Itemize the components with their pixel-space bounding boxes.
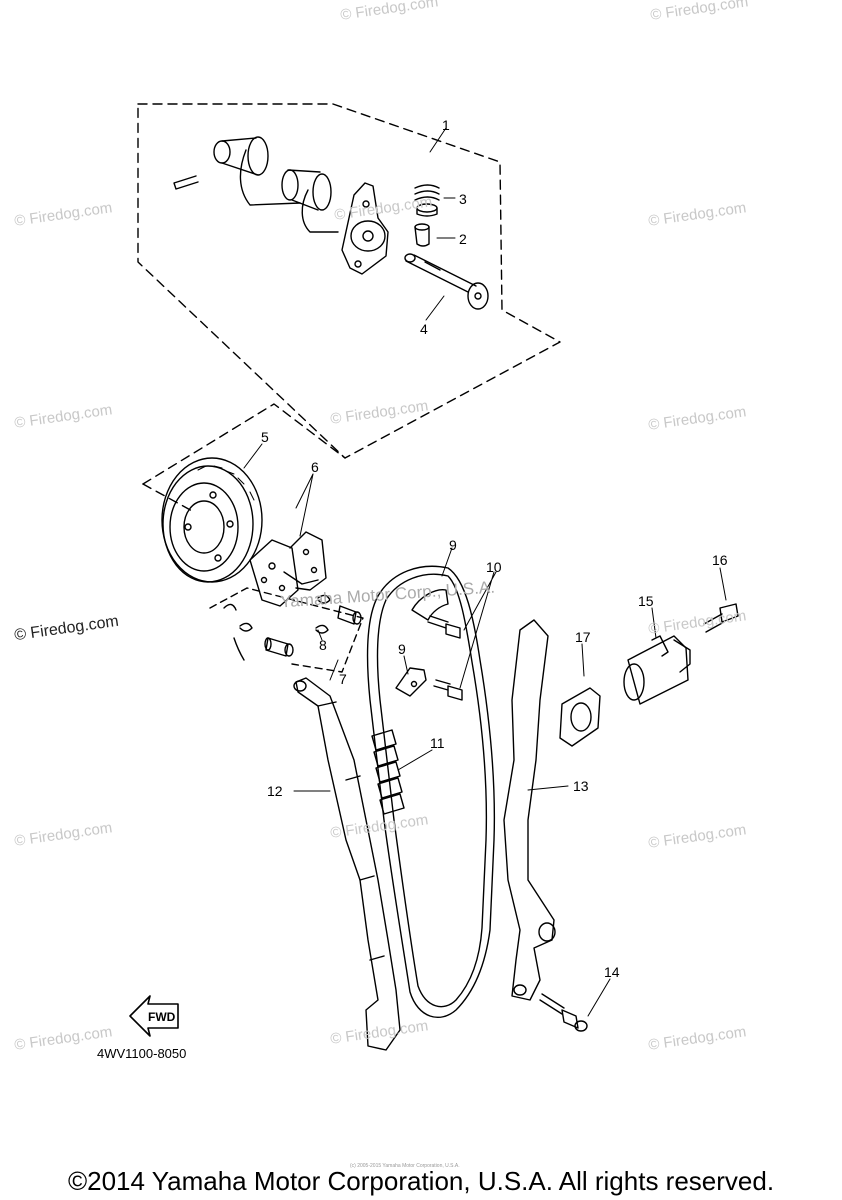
callout-11: 11 (430, 735, 445, 751)
leader-lines (243, 127, 727, 1017)
callout-9: 9 (449, 537, 457, 553)
decompressor-group-boundary (209, 587, 364, 673)
decompressor-shaft (404, 253, 489, 310)
callout-9-lower: 9 (398, 641, 406, 657)
callout-3: 3 (459, 191, 467, 207)
callout-14: 14 (604, 964, 620, 980)
sprocket-group-boundary (142, 403, 346, 485)
callout-8: 8 (319, 637, 327, 653)
guide-bolts (427, 615, 463, 701)
tiny-copyright-note: (c) 2005-2015 Yamaha Motor Corporation, … (350, 1163, 460, 1169)
chain-guide-rear (503, 619, 556, 1001)
fwd-arrow-icon (129, 995, 179, 1037)
pivot-bolt (539, 993, 588, 1032)
callout-2: 2 (459, 231, 467, 247)
camshaft (173, 136, 389, 275)
callout-7: 7 (339, 671, 347, 687)
callout-17: 17 (575, 629, 591, 645)
spring (414, 184, 440, 217)
callout-4: 4 (420, 321, 428, 337)
callout-13: 13 (573, 778, 589, 794)
fwd-label: FWD (148, 1010, 176, 1024)
pin (414, 223, 430, 247)
callout-6: 6 (311, 459, 319, 475)
callout-15: 15 (638, 593, 654, 609)
decompressor-plates (249, 531, 327, 607)
tensioner-gasket (559, 687, 601, 747)
callout-1: 1 (442, 117, 450, 133)
chain-guide-front (293, 677, 401, 1051)
cam-sprocket (161, 457, 263, 583)
chain-tensioner (623, 635, 691, 705)
copyright-footer: ©2014 Yamaha Motor Corporation, U.S.A. A… (67, 1166, 775, 1196)
callout-5: 5 (261, 429, 269, 445)
camshaft-group-boundary (137, 103, 561, 459)
diagram-code: 4WV1100-8050 (97, 1046, 187, 1061)
tensioner-bolt (703, 603, 739, 633)
callout-16: 16 (712, 552, 728, 568)
callout-10: 10 (486, 559, 502, 575)
cam-chain (366, 565, 496, 1019)
decompressor-pins (264, 605, 362, 657)
callout-12: 12 (267, 783, 283, 799)
